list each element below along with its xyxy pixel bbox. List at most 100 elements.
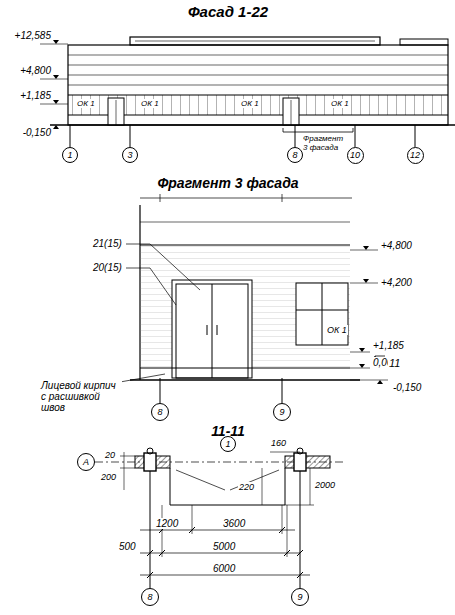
window-mark: ОК 1	[76, 99, 96, 108]
dimension: 6000	[212, 563, 236, 574]
facade-elevation-part	[40, 79, 68, 80]
section-plan-part	[124, 452, 125, 490]
facade-fragment-part	[100, 356, 385, 388]
facade-elevation-part	[130, 37, 380, 45]
axis-label: 9	[297, 593, 302, 602]
section-plan-part	[150, 471, 151, 588]
section-plan-part	[294, 453, 306, 471]
facade-elevation-part	[68, 85, 448, 86]
dimension: 2000	[314, 480, 336, 490]
facade-fragment-part	[126, 244, 200, 290]
axis-label: 8	[157, 408, 162, 417]
facade-elevation-part	[135, 41, 375, 42]
section-plan-part	[140, 553, 300, 554]
dimension: 160	[270, 438, 287, 448]
axis-label: 8	[147, 593, 152, 602]
dimension: 5000	[212, 541, 236, 552]
callout-number: 20(15)	[92, 262, 123, 273]
section-plan-part	[120, 468, 135, 469]
facade-fragment-part	[212, 284, 213, 378]
facade-fragment-part	[140, 222, 350, 223]
section-mark: 11	[388, 357, 401, 369]
section-plan-part	[176, 470, 279, 490]
facade-elevation-part	[68, 95, 448, 115]
dimension: 3600	[222, 518, 246, 529]
facade-fragment-part	[282, 194, 283, 202]
facade-fragment-part	[282, 378, 283, 403]
section-plan-part	[270, 452, 300, 453]
dimension: 1200	[155, 518, 179, 529]
fragment-ref: Фрагмент 3 фасада	[302, 134, 350, 152]
section-plan-part	[147, 448, 153, 454]
section-plan-part	[262, 468, 263, 505]
facade-fragment-part	[140, 198, 352, 199]
level-mark: +4,800	[380, 240, 413, 251]
axis-label: 1	[225, 440, 230, 449]
level-mark: -0,150	[22, 127, 52, 138]
level-mark: +4,800	[19, 65, 52, 76]
axis-label: 1	[67, 151, 72, 160]
section-plan-part	[144, 453, 156, 471]
section-plan-part	[140, 575, 310, 576]
facade-elevation-part	[291, 100, 292, 125]
facade-fragment-part	[160, 378, 161, 403]
facade-fragment-part	[350, 250, 378, 251]
axis-bubble: 8	[151, 403, 169, 421]
axis-label: 12	[410, 151, 420, 160]
facade-fragment-part	[100, 356, 375, 400]
section-plan-part	[170, 468, 285, 505]
facade-fragment	[100, 194, 388, 403]
axis-bubble: 8	[141, 588, 159, 606]
section-plan-part	[297, 448, 303, 454]
axis-bubble: 3	[122, 147, 138, 163]
section-plan-part	[300, 471, 301, 588]
facade-fragment-part	[120, 374, 165, 382]
dimension: 500	[118, 541, 137, 552]
facade-fragment-part	[176, 284, 248, 378]
axis-label: 3	[127, 151, 132, 160]
facade-fragment-part	[140, 368, 350, 369]
axis-bubble: 12	[407, 147, 424, 164]
facade-elevation-part	[68, 65, 448, 66]
facade-elevation-part	[68, 55, 448, 56]
facade-fragment-part	[350, 283, 378, 284]
facade-elevation-part	[415, 125, 416, 147]
facade-fragment-part	[207, 325, 208, 335]
facade-fragment-part	[350, 352, 370, 353]
section-plan-part	[140, 530, 295, 531]
axis-bubble: 10	[347, 147, 364, 164]
window-mark: ОК 1	[140, 99, 160, 108]
facade-fragment-part	[217, 325, 218, 335]
window-mark: ОК 1	[240, 99, 260, 108]
axis-label: А	[83, 458, 89, 467]
facade-elevation-part	[283, 128, 353, 132]
facade-fragment-part	[322, 283, 323, 345]
facade-elevation-part	[295, 125, 296, 147]
axis-bubble: 8	[287, 147, 303, 163]
level-mark: +1,185	[19, 90, 52, 101]
facade-fragment-part	[296, 283, 348, 345]
facade-fragment-part	[350, 380, 388, 381]
section-plan-part	[287, 505, 288, 557]
level-mark: +4,200	[380, 277, 413, 288]
section-plan-part	[147, 527, 303, 578]
facade-elevation-part	[50, 124, 455, 125]
facade-elevation-part	[40, 44, 68, 45]
axis-label: 10	[350, 151, 360, 160]
axis-bubble: 1	[62, 147, 78, 163]
facade-elevation-part	[68, 75, 448, 76]
facade-elevation-part	[40, 104, 68, 105]
level-mark: -0,150	[392, 382, 422, 393]
axis-label: 8	[292, 151, 297, 160]
facade-fragment-part	[350, 368, 370, 369]
facade-elevation-part	[53, 40, 59, 129]
dimension: 200	[100, 472, 117, 482]
facade-elevation-part	[400, 39, 448, 45]
material-note: Лицевой кирпич с расшивкой швов	[40, 380, 122, 413]
axis-bubble: 1	[220, 436, 236, 452]
facade-fragment-part	[296, 310, 348, 311]
dimension: 220	[238, 482, 255, 492]
facade-fragment-part	[160, 194, 161, 202]
axis-label: 9	[279, 408, 284, 417]
facade-elevation-part	[130, 125, 131, 147]
